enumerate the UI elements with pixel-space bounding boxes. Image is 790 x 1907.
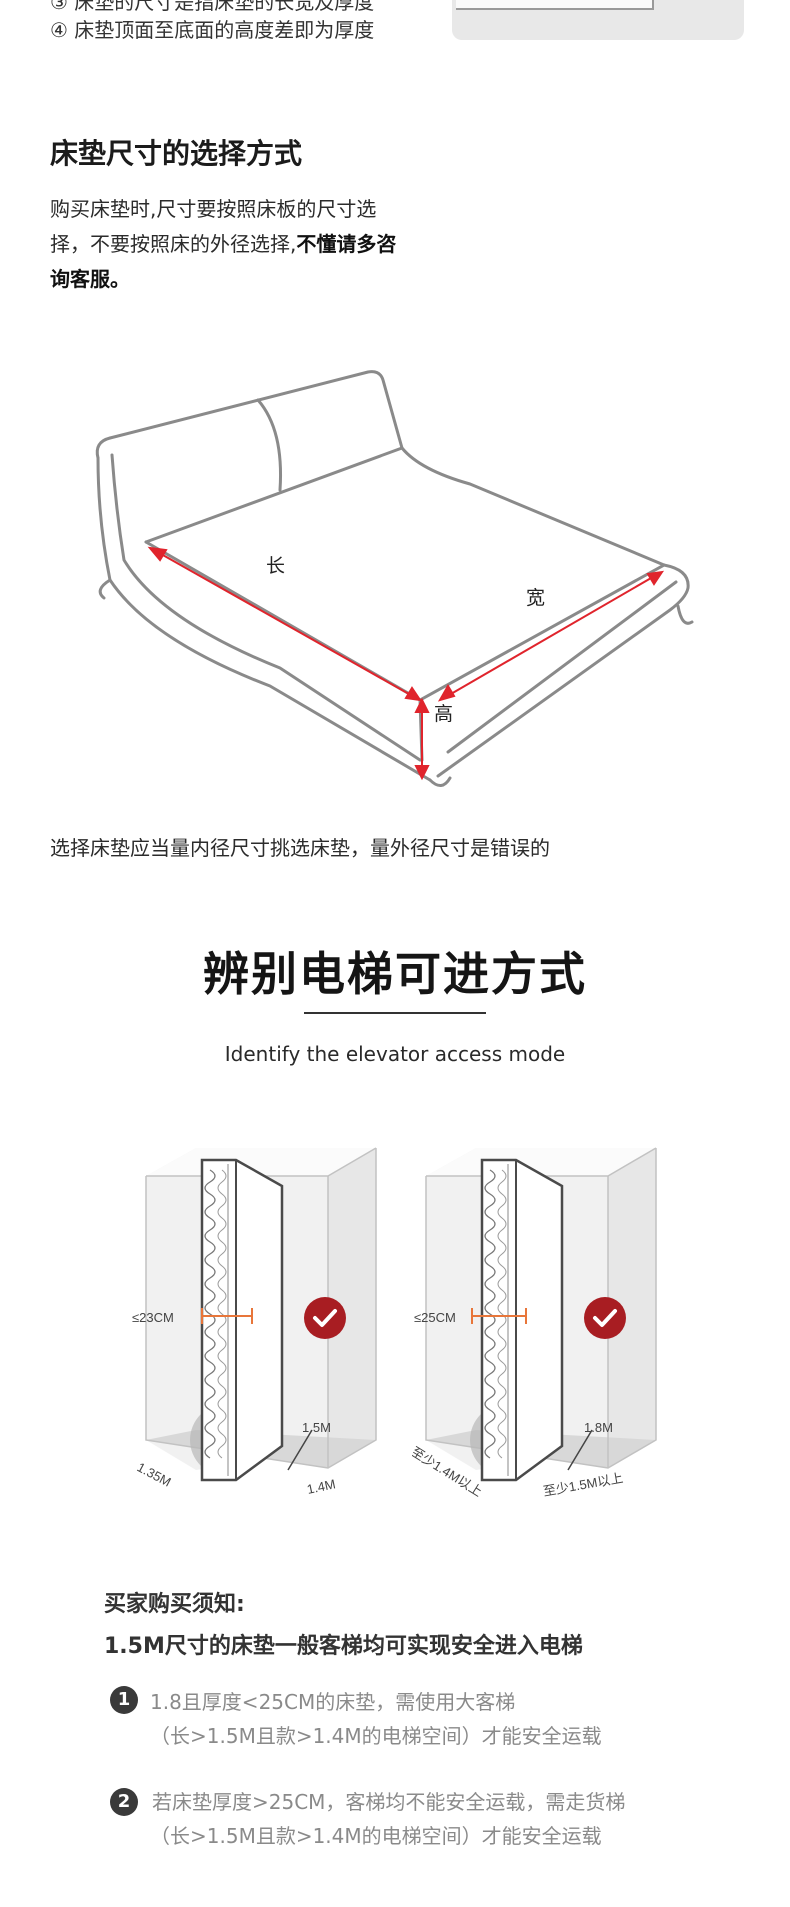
elevator-diagram-left: ≤23CM 1.5M 1.35M 1.4M bbox=[132, 1147, 377, 1497]
size-section-title: 床垫尺寸的选择方式 bbox=[50, 137, 303, 170]
measure-note: 选择床垫应当量内径尺寸挑选床垫，量外径尺寸是错误的 bbox=[50, 836, 550, 860]
thickness-definition: ④ 床垫顶面至底面的高度差即为厚度 bbox=[50, 18, 375, 42]
height-label-right: 1.8M bbox=[584, 1420, 613, 1435]
thickness-label-left: ≤23CM bbox=[132, 1310, 174, 1325]
length-label: 长 bbox=[266, 555, 285, 577]
notice-subheading: 1.5M尺寸的床垫一般客梯均可实现安全进入电梯 bbox=[104, 1634, 583, 1659]
height-label: 高 bbox=[434, 703, 453, 725]
elevator-section-subtitle: Identify the elevator access mode bbox=[224, 1042, 566, 1066]
check-icon bbox=[584, 1297, 626, 1339]
cut-off-line: ③ 床垫的尺寸是指床垫的长宽及厚度 bbox=[50, 0, 375, 14]
notice-number-2: 2 bbox=[110, 1788, 138, 1816]
notice-item-2-line1: 若床垫厚度>25CM，客梯均不能安全运载，需走货梯 bbox=[152, 1790, 626, 1814]
width-label-right: 至少1.5M以上 bbox=[542, 1470, 624, 1499]
size-section-description: 购买床垫时,尺寸要按照床板的尺寸选择，不要按照床的外径选择,不懂请多咨询客服。 bbox=[50, 197, 397, 291]
check-icon bbox=[304, 1297, 346, 1339]
bed-diagram: 长 宽 高 bbox=[95, 370, 694, 787]
elevator-section-title: 辨别电梯可进方式 bbox=[203, 947, 587, 1001]
notice-item-2-line2: （长>1.5M且款>1.4M的电梯空间）才能安全运载 bbox=[150, 1824, 602, 1848]
top-illustration-fragment bbox=[452, 0, 744, 40]
notice-heading: 买家购买须知: bbox=[104, 1592, 245, 1617]
title-divider bbox=[304, 1012, 486, 1014]
elevator-diagram-right: ≤25CM 1.8M 至少1.4M以上 至少1.5M以上 bbox=[412, 1147, 657, 1499]
notice-number-1: 1 bbox=[110, 1686, 138, 1714]
depth-label-left: 1.35M bbox=[135, 1459, 174, 1489]
notice-item-1-line2: （长>1.5M且款>1.4M的电梯空间）才能安全运载 bbox=[150, 1724, 602, 1748]
notice-item-1-line1: 1.8且厚度<25CM的床垫，需使用大客梯 bbox=[150, 1690, 516, 1714]
thickness-label-right: ≤25CM bbox=[414, 1310, 456, 1325]
width-label-left: 1.4M bbox=[306, 1476, 337, 1497]
height-label-left: 1.5M bbox=[302, 1420, 331, 1435]
width-label: 宽 bbox=[526, 587, 545, 609]
